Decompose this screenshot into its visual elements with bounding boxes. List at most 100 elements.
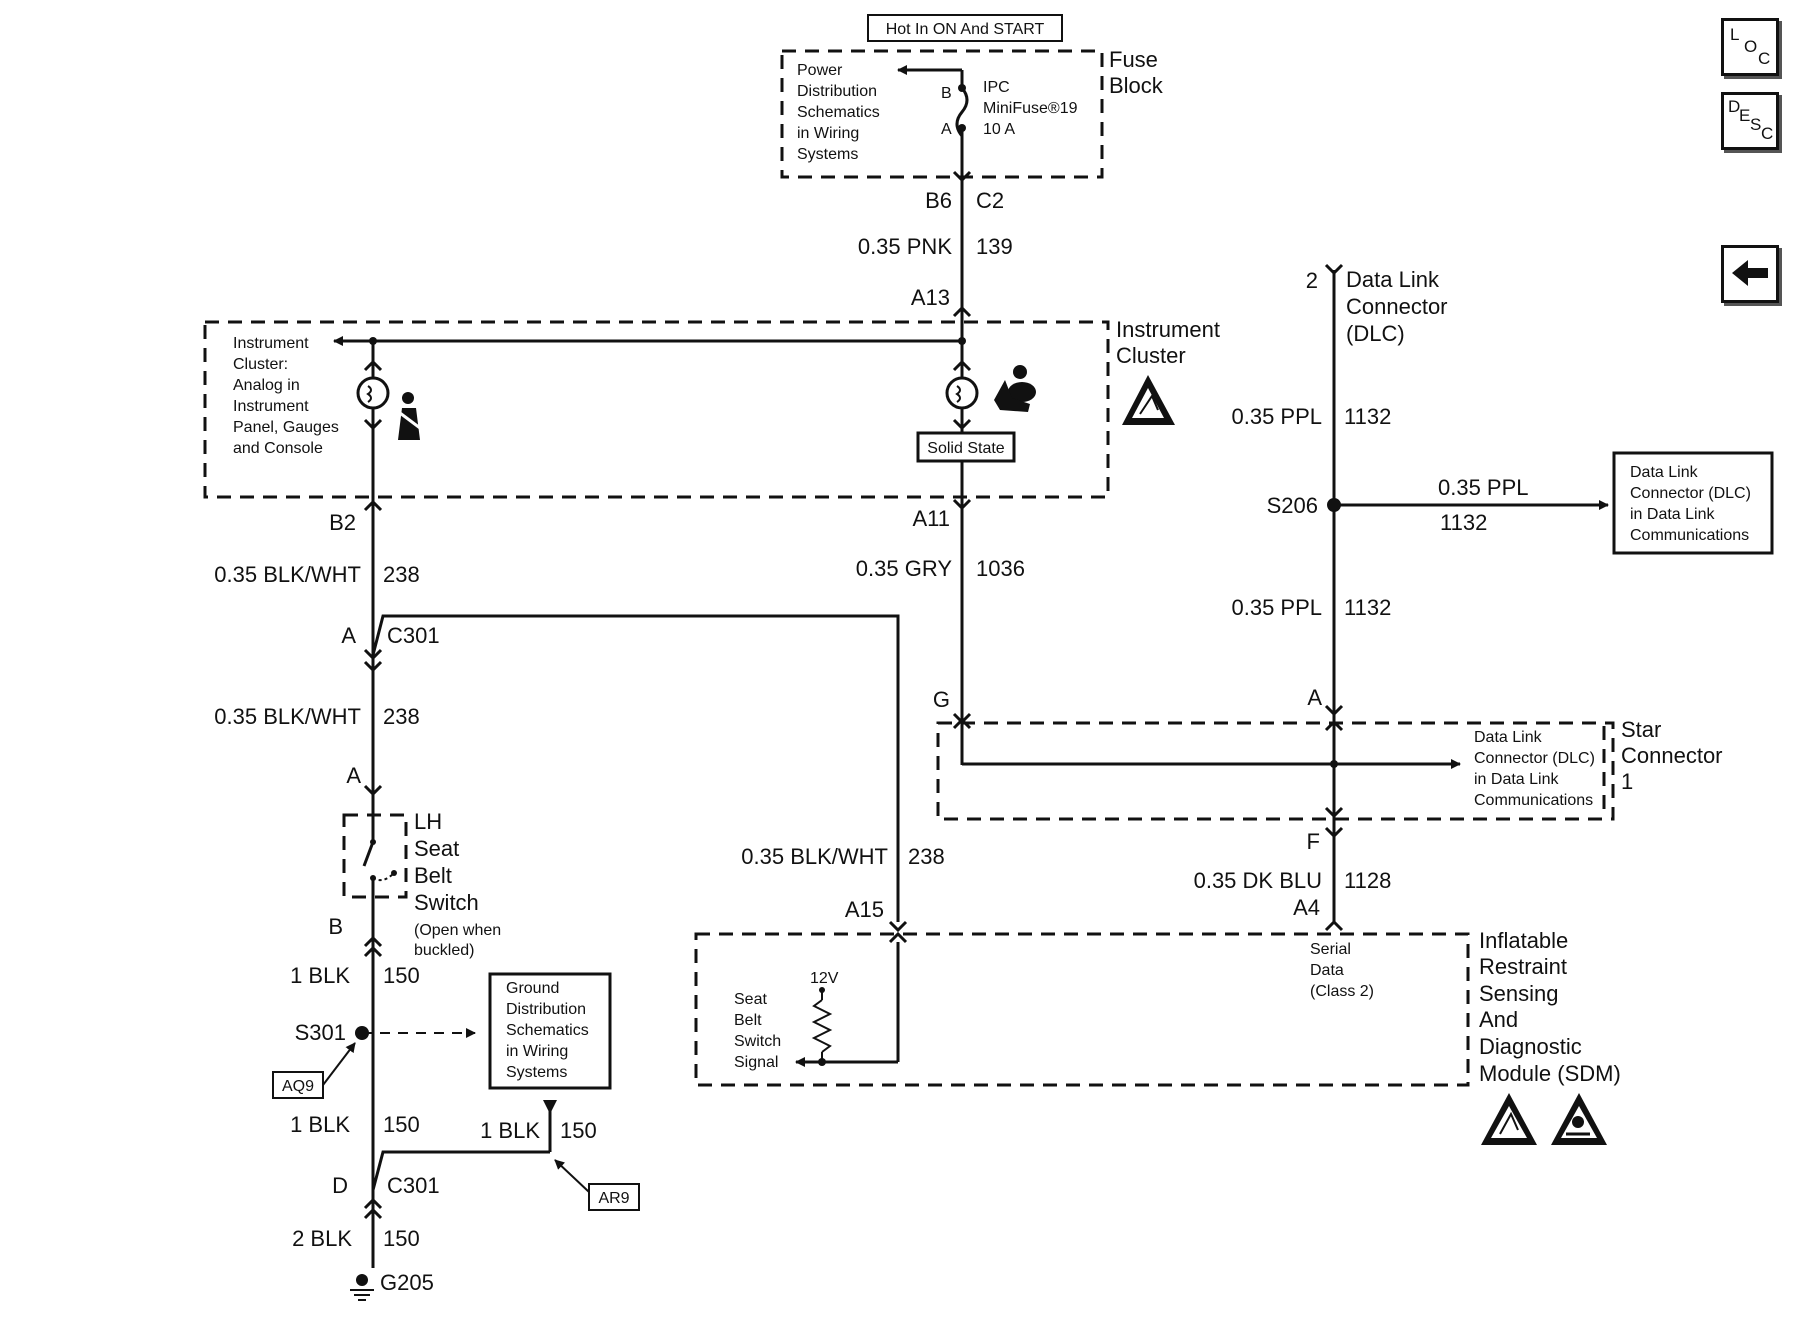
dlc-title-3: (DLC) [1346,321,1405,346]
svg-text:Signal: Signal [734,1054,778,1071]
s206-label: S206 [1267,493,1318,518]
switch-title-3: Belt [414,863,452,888]
loc-letter-l: L [1730,25,1740,44]
gry-color: 0.35 GRY [856,556,953,581]
star-pin-a4: A4 [1293,895,1320,920]
airbag-warning-icon [1551,1093,1607,1145]
svg-text:Restraint: Restraint [1479,954,1567,979]
wire4-circuit: 150 [383,1112,420,1137]
wire2-circuit: 238 [383,704,420,729]
svg-text:Communications: Communications [1630,527,1749,544]
fuse-block-title: Fuse [1109,47,1158,72]
svg-text:Panel, Gauges: Panel, Gauges [233,419,339,436]
desc-button[interactable]: D E S C [1721,92,1779,150]
solid-state-box [916,431,1016,463]
wire1-circuit: 238 [383,562,420,587]
svg-text:in Data Link: in Data Link [1630,506,1715,523]
g205-label: G205 [380,1270,434,1295]
instrument-cluster-outline [203,320,1110,499]
wire-pnk-color: 0.35 PNK [858,234,952,259]
fuse-block-outline [780,49,1104,179]
ground-dist-label: Ground Distribution Schematics in Wiring… [506,980,589,1081]
loc-button[interactable]: L O C [1721,18,1779,76]
resistor-symbol [811,999,833,1053]
airbag-seat-icon [994,365,1036,412]
c301-label: C301 [387,623,440,648]
dlc-wire2-circuit: 1132 [1344,595,1391,620]
star-wire-circuit: 1128 [1344,868,1391,893]
gry-circuit: 1036 [976,556,1025,581]
svg-text:Power: Power [797,62,843,79]
wire6-circuit: 150 [383,1226,420,1251]
svg-text:Schematics: Schematics [506,1022,589,1039]
svg-text:Systems: Systems [797,146,858,163]
svg-text:Belt: Belt [734,1012,762,1029]
svg-text:Sensing: Sensing [1479,981,1559,1006]
bw-circuit: 238 [908,844,945,869]
svg-text:in Data Link: in Data Link [1474,771,1559,788]
switch-note: (Open when [414,922,501,939]
pin-a11: A11 [912,506,950,531]
switch-contact [362,841,375,867]
star-title: Star [1621,717,1661,742]
conn-b6: B6 [925,188,952,213]
fuse-rating: 10 A [983,121,1015,138]
ground-dist-box [488,972,612,1090]
svg-text:Module (SDM): Module (SDM) [1479,1061,1621,1086]
c301-pin-a: A [341,623,356,648]
svg-text:in Wiring: in Wiring [797,125,859,142]
fuse-pin-a: A [941,121,952,138]
svg-text:Inflatable: Inflatable [1479,928,1568,953]
svg-text:Switch: Switch [734,1033,781,1050]
svg-text:Systems: Systems [506,1064,567,1081]
wire1-color: 0.35 BLK/WHT [214,562,361,587]
svg-text:Data Link: Data Link [1630,464,1699,481]
serial-data-label: Serial Data (Class 2) [1310,941,1374,1000]
switch-pin-a: A [346,763,361,788]
dlc-wire2-color: 0.35 PPL [1231,595,1322,620]
dlc-wire1-circuit: 1132 [1344,404,1391,429]
star-wire-color: 0.35 DK BLU [1194,868,1322,893]
dlc-comm-box [1612,451,1774,555]
svg-text:Ground: Ground [506,980,559,997]
hot-in-box [867,14,1063,42]
fuse-block-title-2: Block [1109,73,1164,98]
dlc-branch-circuit: 1132 [1440,510,1487,535]
fuse-pin-b: B [941,85,952,102]
switch-pin-b: B [328,914,343,939]
wire6-color: 2 BLK [292,1226,352,1251]
bw-color: 0.35 BLK/WHT [741,844,888,869]
lamp-left-icon [356,376,390,410]
back-button[interactable] [1721,245,1779,303]
pin-b2: B2 [329,510,356,535]
wire5-color: 1 BLK [480,1118,540,1143]
svg-text:And: And [1479,1007,1518,1032]
wire2-color: 0.35 BLK/WHT [214,704,361,729]
sdm-title: Inflatable Restraint Sensing And Diagnos… [1479,928,1621,1086]
dlc-title-2: Connector [1346,294,1448,319]
aq9-label: AQ9 [282,1078,314,1095]
conn-c2: C2 [976,188,1004,213]
svg-text:in Wiring: in Wiring [506,1043,568,1060]
dlc-wire1-color: 0.35 PPL [1231,404,1322,429]
desc-letter-e: E [1739,106,1751,125]
sdm-voltage: 12V [810,970,839,987]
wire4-color: 1 BLK [290,1112,350,1137]
cluster-analog-label: Instrument Cluster: Analog in Instrument… [233,335,339,457]
svg-text:Serial: Serial [1310,941,1351,958]
sdm-signal-label: Seat Belt Switch Signal [734,991,781,1071]
seatbelt-icon [395,392,421,440]
svg-text:Seat: Seat [734,991,767,1008]
switch-title: LH [414,809,442,834]
cluster-title: Instrument [1116,317,1220,342]
desc-letter-s: S [1750,115,1762,134]
svg-text:Connector (DLC): Connector (DLC) [1474,750,1595,767]
switch-note-2: buckled) [414,942,474,959]
ipc-label: IPC [983,79,1010,96]
switch-title-2: Seat [414,836,459,861]
loc-letter-o: O [1744,37,1758,56]
dlc-pin-2: 2 [1306,268,1318,293]
ground-icon [350,1274,374,1301]
star-connector-outline [936,721,1615,821]
ar9-wire [371,1150,550,1191]
